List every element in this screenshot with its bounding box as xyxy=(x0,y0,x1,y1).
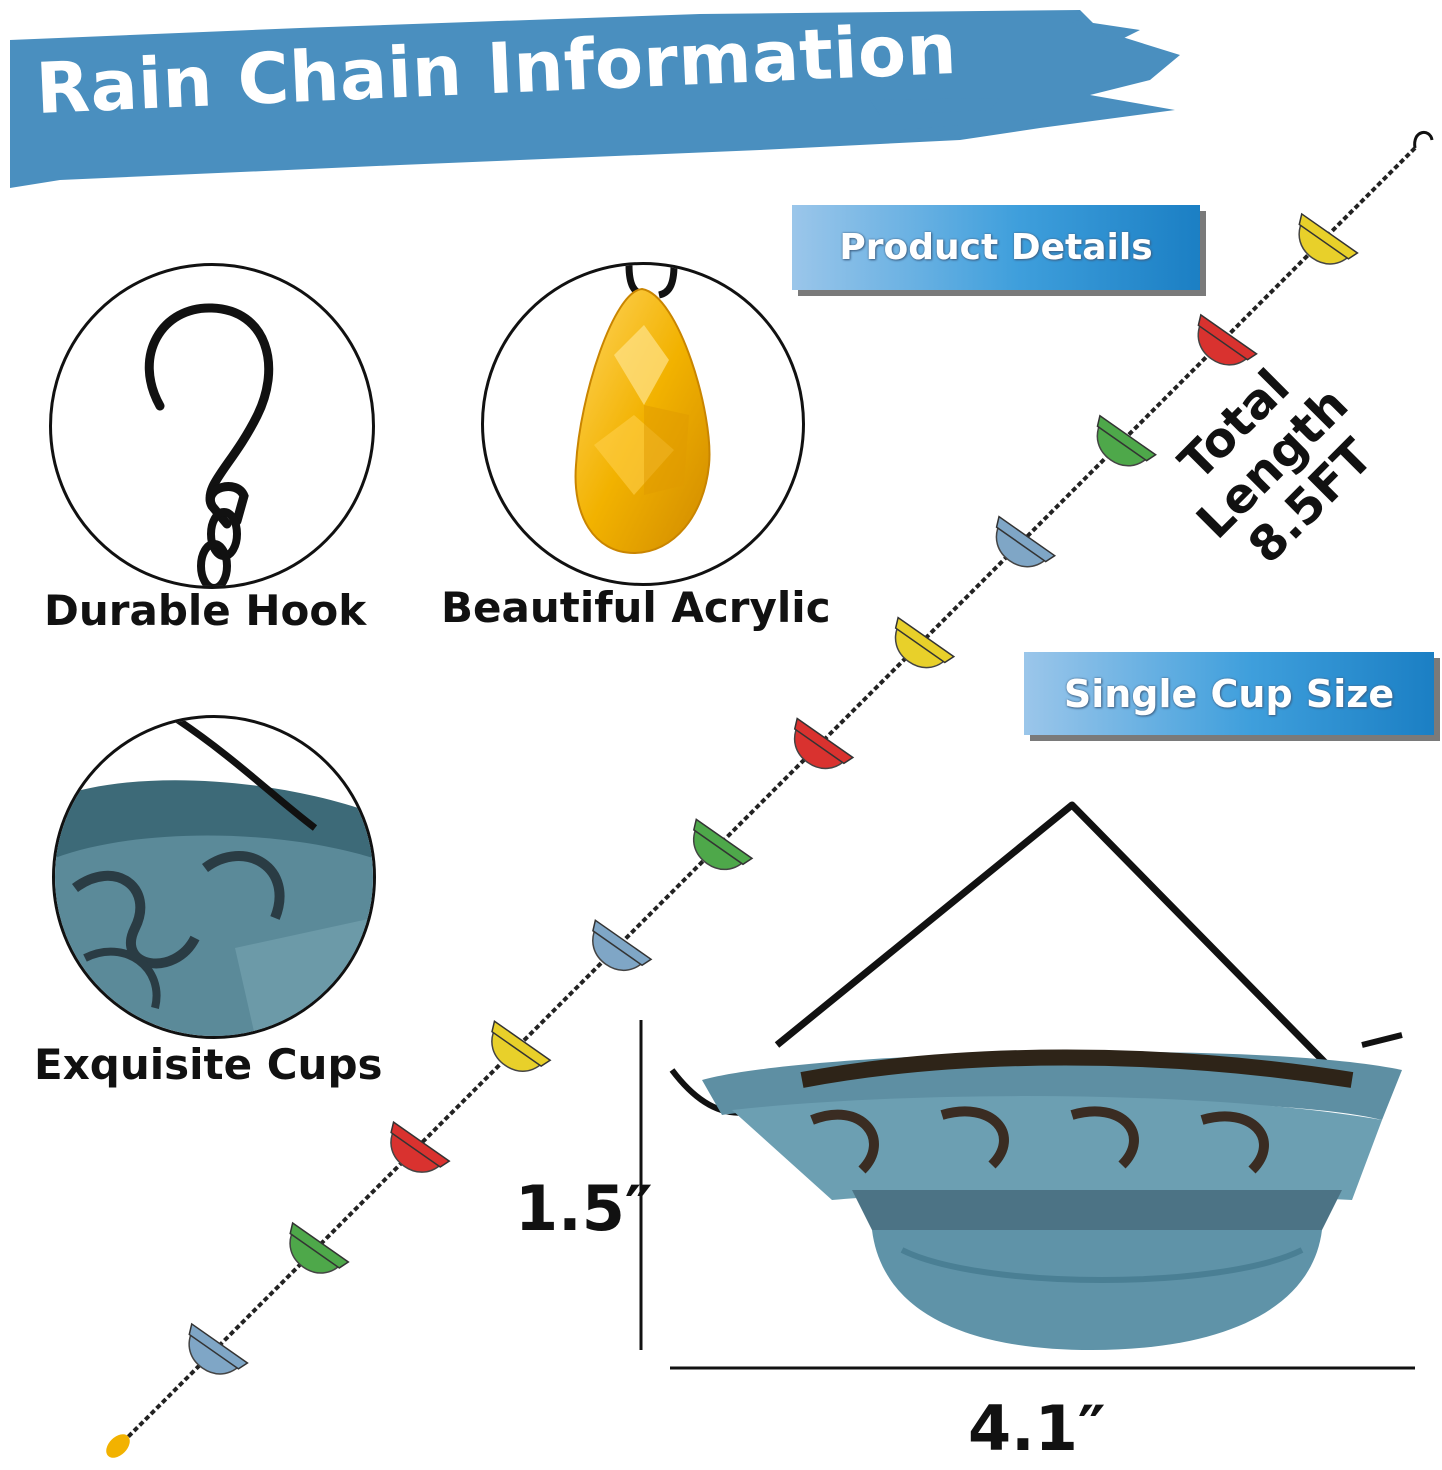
chain-cup-icon xyxy=(1298,212,1359,265)
cup-handle-icon xyxy=(774,801,1355,1093)
chain-line xyxy=(118,146,1417,1447)
single-cup-illustration xyxy=(669,801,1403,1350)
s-hook-icon xyxy=(144,303,274,586)
hook-detail-circle xyxy=(49,263,375,589)
chain-cup-icon xyxy=(390,1120,451,1173)
chain-cups xyxy=(188,212,1359,1375)
cup-detail-circle xyxy=(52,715,376,1039)
cup-height-label: 1.5″ xyxy=(515,1172,653,1245)
durable-hook-caption: Durable Hook xyxy=(44,586,367,635)
chain-cup-icon xyxy=(592,919,653,971)
chain-cup-icon xyxy=(289,1221,350,1274)
single-cup-size-tag: Single Cup Size xyxy=(1024,652,1434,735)
cup-band xyxy=(732,1096,1382,1200)
width-dimension-line xyxy=(670,1366,1415,1370)
chain-cup-icon xyxy=(491,1019,552,1072)
beautiful-acrylic-caption: Beautiful Acrylic xyxy=(441,583,831,632)
chain-cup-icon xyxy=(793,717,855,770)
chain-acrylic-icon xyxy=(106,1434,130,1458)
exquisite-cups-caption: Exquisite Cups xyxy=(34,1040,383,1089)
product-details-tag: Product Details xyxy=(792,205,1200,290)
chain-cup-icon xyxy=(692,818,754,871)
banner-brush-stroke xyxy=(10,10,1180,188)
banner-background xyxy=(10,10,1180,188)
chain-cup-icon xyxy=(188,1322,249,1375)
chain-cup-icon xyxy=(995,515,1057,568)
acrylic-drop-icon xyxy=(574,265,711,555)
cup-width-label: 4.1″ xyxy=(968,1392,1106,1465)
cup-bowl xyxy=(872,1230,1322,1350)
chain-cup-icon xyxy=(894,616,956,669)
acrylic-detail-circle xyxy=(481,262,805,586)
height-dimension-line xyxy=(639,1020,643,1350)
chain-cup-icon xyxy=(1096,414,1157,467)
chain-cup-icon xyxy=(1197,313,1258,366)
chain-hook-icon xyxy=(1413,131,1434,149)
cup-closeup-icon xyxy=(55,718,373,1036)
